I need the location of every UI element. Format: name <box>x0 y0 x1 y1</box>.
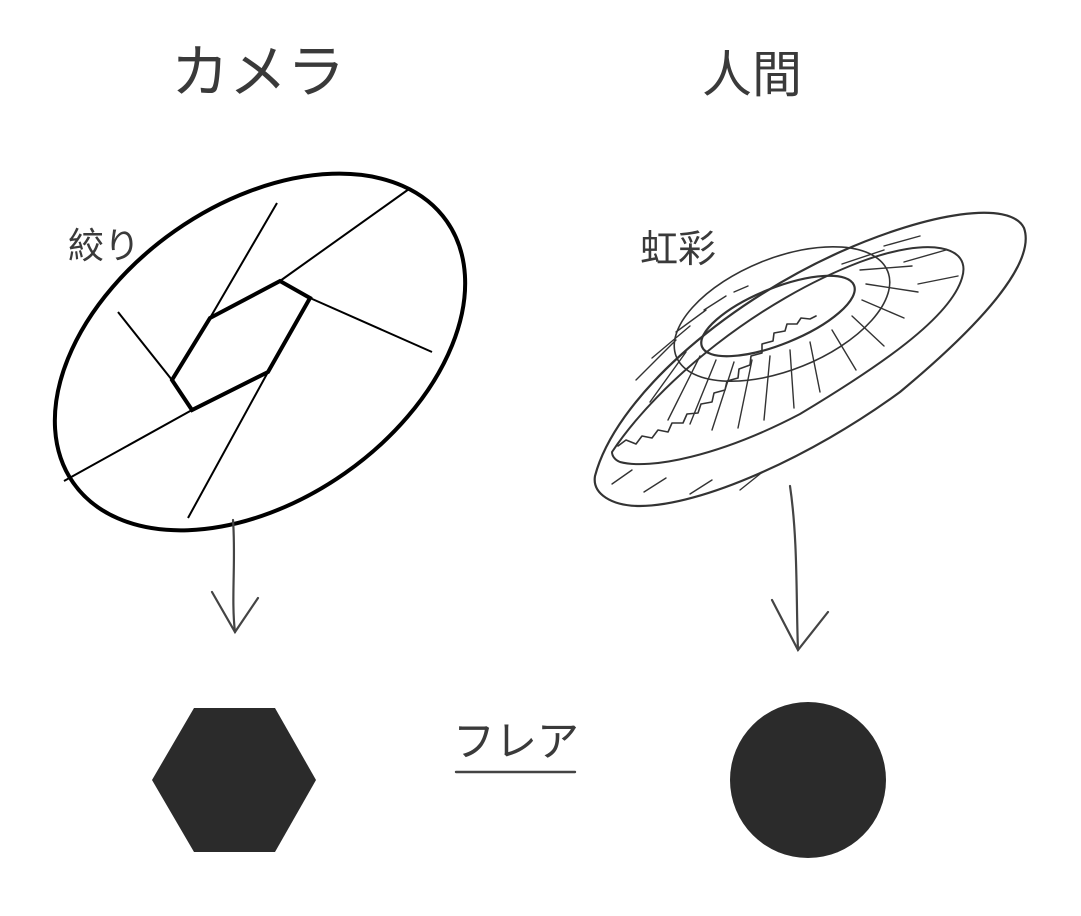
aperture-outline <box>52 171 468 533</box>
human-iris-diagram <box>593 211 1027 508</box>
iris-outer-ring <box>611 246 965 466</box>
pupil <box>700 274 856 358</box>
iris-outer-marks <box>611 235 959 495</box>
aperture-opening <box>169 278 313 413</box>
camera-aperture-diagram <box>52 171 468 533</box>
label-aperture: 絞り <box>68 226 140 267</box>
pupil-ring <box>673 245 891 383</box>
eye-outline <box>593 211 1027 508</box>
aperture-blade-lines <box>63 188 433 519</box>
label-iris: 虹彩 <box>640 227 716 271</box>
heading-camera: カメラ <box>171 38 345 106</box>
camera-down-arrow <box>210 518 260 635</box>
human-down-arrow <box>770 484 830 653</box>
iris-fibers <box>635 249 919 431</box>
label-flare: フレア <box>453 717 579 766</box>
hexagon-flare <box>152 708 316 852</box>
heading-human: 人間 <box>702 46 802 104</box>
circle-flare <box>730 702 886 858</box>
